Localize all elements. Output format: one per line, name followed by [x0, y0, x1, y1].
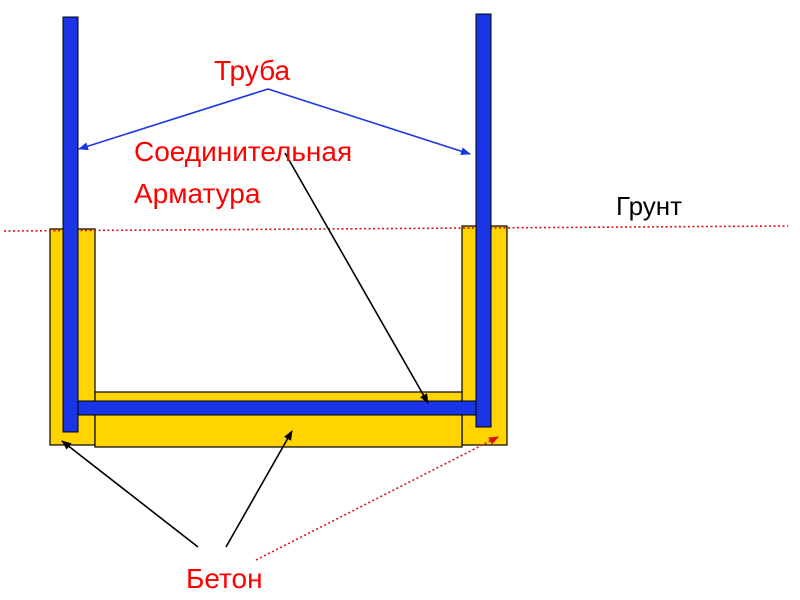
- concrete-arrow-right: [255, 436, 499, 561]
- pipe-right: [475, 13, 492, 428]
- pipe-arrow-left: [78, 88, 269, 151]
- connecting-rebar: [77, 400, 477, 416]
- pipe-label: Труба: [214, 55, 291, 86]
- concrete-arrow-middle: [225, 430, 293, 548]
- rebar-label-line-1: Соединительная: [134, 136, 353, 167]
- rebar-arrow: [284, 152, 429, 404]
- concrete-arrow-left: [61, 440, 199, 548]
- ground-label: Грунт: [616, 191, 683, 221]
- rebar-label: Соединительная Арматура: [134, 131, 352, 215]
- concrete-base-slab: [94, 391, 463, 448]
- concrete-label: Бетон: [186, 563, 263, 594]
- pipe-arrow-right: [267, 88, 471, 156]
- ground-line: [3, 225, 789, 232]
- pipe-left: [62, 16, 79, 433]
- rebar-label-line-2: Арматура: [134, 178, 261, 209]
